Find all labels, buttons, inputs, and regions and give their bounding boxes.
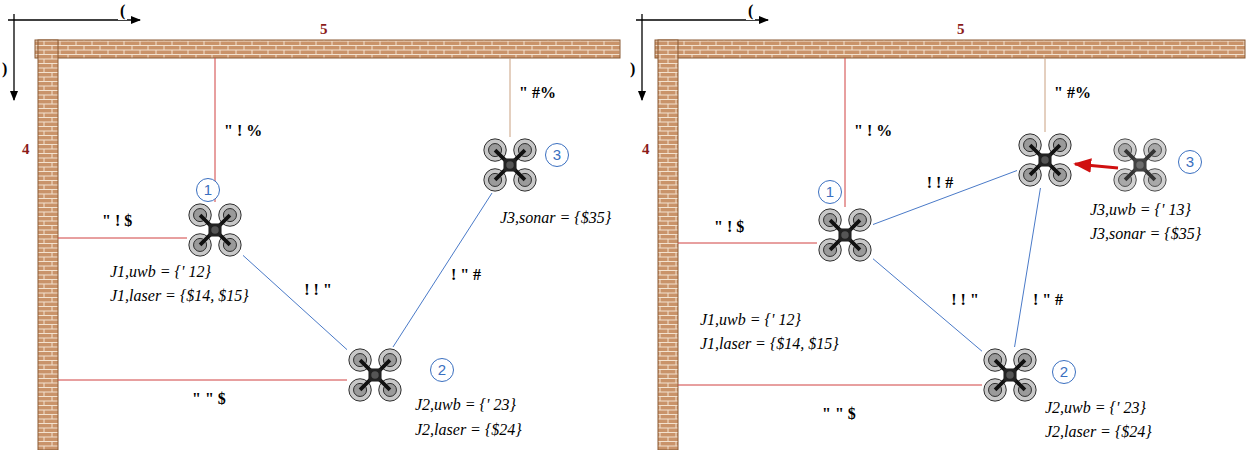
wall	[35, 40, 620, 58]
sensor-set: J2,uwb = {' 23}	[1045, 398, 1146, 418]
wall	[658, 40, 678, 450]
edge-label: ! ! "	[949, 291, 981, 309]
sensor-set: J1,uwb = {' 12}	[700, 310, 801, 330]
callout-number: 3	[1178, 150, 1202, 174]
range-link	[873, 259, 982, 351]
sensor-set: J2,uwb = {' 23}	[415, 395, 516, 415]
callout-number: 2	[1052, 360, 1076, 384]
distance-label: " " $	[190, 390, 228, 408]
sensor-set: J1,laser = {$14, $15}	[110, 286, 249, 306]
distance-label: " ! %	[222, 122, 264, 140]
sensor-set: J3,uwb = {' 13}	[1090, 200, 1191, 220]
callout-number: 2	[430, 358, 454, 382]
sensor-set: J2,laser = {$24}	[1045, 422, 1152, 442]
drone-icon	[482, 137, 538, 193]
wall	[655, 40, 1245, 58]
drone: 3J3,sonar = {$35}	[482, 137, 538, 193]
drone-icon	[817, 207, 873, 263]
wall	[38, 40, 58, 450]
sensor-set: J2,laser = {$24}	[415, 420, 522, 440]
drone-previous	[1114, 139, 1166, 191]
drone: 1J1,uwb = {' 12}J1,laser = {$14, $15}	[817, 207, 873, 263]
distance-label: " ! $	[100, 212, 134, 230]
sensor-set: J1,laser = {$14, $15}	[700, 334, 839, 354]
wall-label: 4	[20, 140, 32, 158]
callout-number: 1	[818, 180, 842, 204]
callout-number: 3	[545, 143, 569, 167]
wall-label: 5	[318, 20, 330, 38]
distance-label: " ! %	[852, 122, 894, 140]
range-link	[873, 171, 1017, 225]
drone: 3J3,uwb = {' 13}J3,sonar = {$35}	[1017, 132, 1073, 188]
distance-label: " #%	[1052, 84, 1093, 102]
axis-label: (	[746, 2, 755, 20]
drone: 2J2,uwb = {' 23}J2,laser = {$24}	[982, 347, 1038, 403]
axis	[8, 14, 768, 100]
distance-label: " #%	[517, 84, 558, 102]
axis-label: )	[628, 60, 637, 78]
callout-number: 1	[196, 178, 220, 202]
drone: 2J2,uwb = {' 23}J2,laser = {$24}	[347, 347, 403, 403]
distance-label: " ! $	[712, 218, 746, 236]
sensor-set: J1,uwb = {' 12}	[110, 262, 211, 282]
edge-label: ! " #	[449, 266, 483, 284]
sensor-set: J3,sonar = {$35}	[500, 208, 611, 228]
axis-label: )	[0, 60, 9, 78]
wall-label: 4	[640, 140, 652, 158]
range-link	[393, 193, 492, 347]
range-link	[1015, 188, 1041, 347]
edge-label: ! ! #	[925, 174, 956, 192]
distance-line	[58, 58, 1045, 385]
axis-label: (	[118, 2, 127, 20]
range-link	[243, 255, 347, 349]
edge-label: ! " #	[1031, 291, 1065, 309]
drone: 1J1,uwb = {' 12}J1,laser = {$14, $15}	[187, 202, 243, 258]
distance-label: " " $	[820, 405, 858, 423]
wall-label: 5	[955, 20, 967, 38]
sensor-set: J3,sonar = {$35}	[1090, 224, 1201, 244]
drone-icon	[1017, 132, 1073, 188]
drone-icon	[187, 202, 243, 258]
edge-label: ! ! "	[302, 281, 334, 299]
drone-icon	[347, 347, 403, 403]
drone-icon	[982, 347, 1038, 403]
motion-arrow	[1075, 164, 1118, 168]
